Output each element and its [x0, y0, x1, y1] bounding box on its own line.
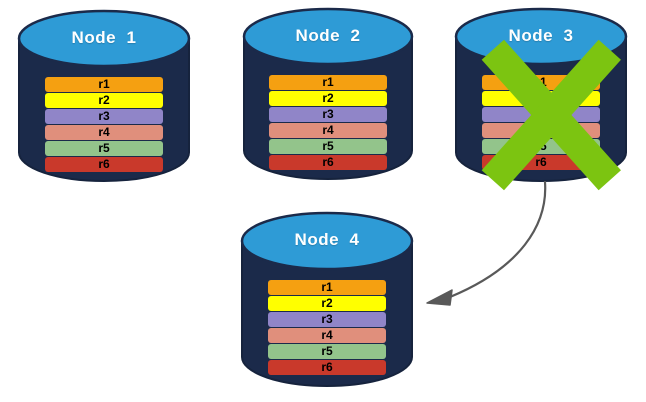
node-3-row-r3[interactable]: r3 — [482, 107, 600, 122]
node-1-row-r1[interactable]: r1 — [45, 77, 163, 92]
node-3-row-r6[interactable]: r6 — [482, 155, 600, 170]
node-4-row-r5[interactable]: r5 — [268, 344, 386, 359]
node-2-row-r4[interactable]: r4 — [269, 123, 387, 138]
node-4-title: Node 4 — [294, 230, 360, 249]
node-1-row-r3[interactable]: r3 — [45, 109, 163, 124]
node-2-row-r6[interactable]: r6 — [269, 155, 387, 170]
node-4-row-r4[interactable]: r4 — [268, 328, 386, 343]
node-2-top — [242, 7, 414, 66]
node-4-row-r1[interactable]: r1 — [268, 280, 386, 295]
node-4-top — [240, 211, 414, 271]
node-2-row-r1[interactable]: r1 — [269, 75, 387, 90]
node-1-top — [17, 9, 191, 68]
node-2-row-r5[interactable]: r5 — [269, 139, 387, 154]
node-2-title: Node 2 — [295, 25, 361, 45]
node-3-row-r2[interactable]: r2 — [482, 91, 600, 106]
node-4-row-r3[interactable]: r3 — [268, 312, 386, 327]
node-1-row-r5[interactable]: r5 — [45, 141, 163, 156]
node-2-row-r3[interactable]: r3 — [269, 107, 387, 122]
node-3-title: Node 3 — [508, 25, 574, 45]
node-3-row-r4[interactable]: r4 — [482, 123, 600, 138]
node-1-row-r6[interactable]: r6 — [45, 157, 163, 172]
node-3-row-r5[interactable]: r5 — [482, 139, 600, 154]
node-1-row-r2[interactable]: r2 — [45, 93, 163, 108]
node-4-row-r6[interactable]: r6 — [268, 360, 386, 375]
node-1-row-r4[interactable]: r4 — [45, 125, 163, 140]
node-3-row-r1[interactable]: r1 — [482, 75, 600, 90]
node-4-row-r2[interactable]: r2 — [268, 296, 386, 311]
node-2-row-r2[interactable]: r2 — [269, 91, 387, 106]
node-1-title: Node 1 — [71, 27, 137, 47]
